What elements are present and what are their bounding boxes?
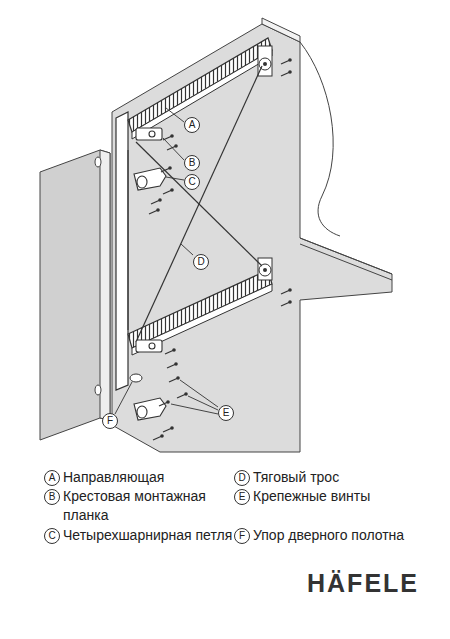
legend-entry: Тяговый трос [253, 468, 433, 487]
legend-entry: Крестовая монтажная планка [63, 487, 228, 525]
brand-logo: HÄFELE [307, 569, 419, 598]
callout-letter: D [234, 470, 250, 486]
legend-entry: Направляющая [63, 468, 228, 487]
callout-letter: F [234, 528, 250, 544]
callout-letter: B [184, 155, 200, 171]
callout-letter: B [44, 489, 60, 505]
legend-entry: Крепежные винты [253, 487, 433, 506]
legend-text: Упор дверного полотна [253, 527, 404, 543]
callout-letter: E [218, 405, 234, 421]
callout-letter: A [184, 117, 200, 133]
callout-letter: C [44, 528, 60, 544]
legend-text: Тяговый трос [253, 469, 339, 485]
callout-letter: F [102, 413, 118, 429]
callout-letter: A [44, 470, 60, 486]
legend-text: Крепежные винты [253, 488, 370, 504]
legend-text: Направляющая [63, 469, 164, 485]
legend-text: Четырехшарнирная петля [63, 527, 232, 543]
legend-text: Крестовая монтажная планка [63, 488, 206, 523]
callout-letter: E [234, 489, 250, 505]
callout-letter: C [184, 174, 200, 190]
legend-entry: Четырехшарнирная петля [63, 526, 233, 545]
legend-entry: Упор дверного полотна [253, 526, 443, 545]
callout-letter: D [193, 254, 209, 270]
